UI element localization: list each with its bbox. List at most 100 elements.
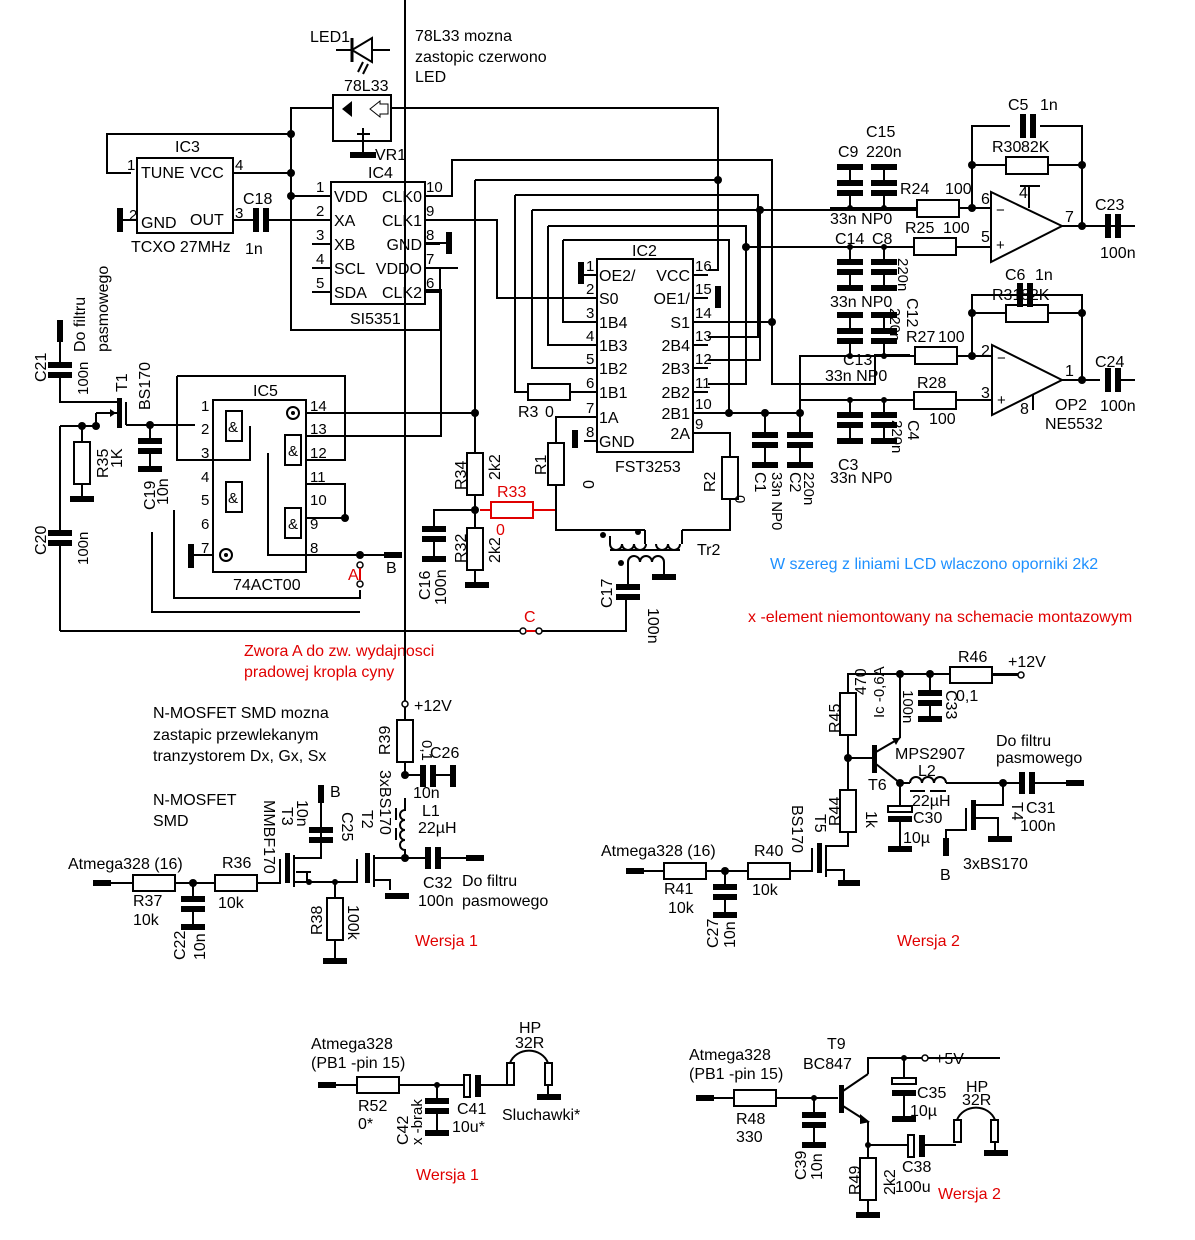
c14-ref: C14: [835, 231, 864, 248]
ic2-pin-num: 6: [586, 375, 594, 392]
svg-text:TUNE: TUNE: [141, 165, 185, 182]
ic2-pin-num: 9: [695, 416, 703, 433]
svg-text:R1: R1: [533, 454, 550, 475]
svg-text:C2: C2: [786, 472, 803, 493]
ic4-pin-num: 7: [426, 251, 434, 268]
svg-text:C16: C16: [417, 571, 434, 600]
ic2-pin-label: OE1/: [654, 291, 691, 308]
svg-text:0*: 0*: [358, 1116, 373, 1133]
ic4-pin-label: XB: [334, 237, 355, 254]
svg-text:T3: T3: [278, 807, 295, 826]
svg-text:8: 8: [310, 540, 318, 557]
svg-text:1n: 1n: [1040, 97, 1058, 114]
svg-text:1k: 1k: [862, 811, 879, 829]
svg-text:Ic -0,6A: Ic -0,6A: [871, 666, 888, 718]
svg-text:+12V: +12V: [1008, 654, 1046, 671]
c4-value: 220n: [888, 420, 905, 453]
opamp-b: − + 2 3 1 8 OP2 NE5532: [968, 294, 1103, 433]
svg-text:5: 5: [201, 492, 209, 509]
svg-text:7: 7: [201, 540, 209, 557]
svg-text:C5: C5: [1008, 97, 1029, 114]
svg-text:&: &: [228, 490, 238, 507]
svg-text:R25: R25: [905, 220, 934, 237]
c1: C1 33n NP0: [751, 413, 785, 530]
r24: R24 100: [900, 181, 1000, 218]
svg-text:78L33: 78L33: [344, 78, 389, 95]
svg-text:+: +: [997, 392, 1006, 409]
c15-value: 220n: [866, 144, 902, 161]
ic4-pin-label: CLK1: [382, 213, 422, 230]
svg-text:4: 4: [201, 469, 209, 486]
led-note-3: LED: [415, 69, 446, 86]
svg-text:−: −: [996, 202, 1005, 219]
svg-text:C33: C33: [942, 690, 959, 719]
svg-text:74ACT00: 74ACT00: [233, 577, 301, 594]
svg-text:Atmega328 (16): Atmega328 (16): [68, 856, 183, 873]
svg-text:R45: R45: [827, 704, 844, 733]
svg-text:10µ: 10µ: [903, 830, 930, 847]
c21: C21 100n: [33, 320, 118, 403]
ic2-pin-num: 13: [695, 328, 712, 345]
svg-text:10k: 10k: [752, 882, 779, 899]
svg-text:3: 3: [235, 205, 243, 222]
svg-text:+: +: [996, 237, 1005, 254]
svg-text:100: 100: [943, 220, 970, 237]
svg-text:R3: R3: [518, 404, 539, 421]
c13-value: 33n NP0: [825, 368, 887, 385]
svg-text:B: B: [330, 784, 341, 801]
svg-text:3xBS170: 3xBS170: [376, 770, 393, 835]
svg-text:R39: R39: [377, 726, 394, 755]
svg-text:470: 470: [853, 668, 870, 695]
svg-text:Atmega328 (16): Atmega328 (16): [601, 843, 716, 860]
svg-text:pasmowego: pasmowego: [462, 893, 548, 910]
svg-text:0: 0: [496, 522, 505, 539]
ic4-pin-num: 5: [316, 275, 324, 292]
ic4-pin-num: 3: [316, 227, 324, 244]
svg-text:IC5: IC5: [253, 383, 278, 400]
svg-text:22µH: 22µH: [418, 820, 457, 837]
c17: C17 100n: [599, 562, 661, 644]
ic4-pin-label: VDD: [334, 189, 368, 206]
c18: C18 1n: [233, 191, 331, 258]
ic4-pin-num: 4: [316, 251, 324, 268]
svg-text:100: 100: [938, 329, 965, 346]
jumper-c[interactable]: C: [519, 609, 543, 635]
svg-text:R27: R27: [906, 329, 935, 346]
c3-value: 33n NP0: [830, 470, 892, 487]
c5: C5 1n: [1008, 97, 1058, 138]
ic3-tcxo: IC3 1 TUNE VCC 4 GND OUT 2 3 TCXO 27MHz: [117, 139, 243, 256]
svg-text:4: 4: [235, 157, 243, 174]
mosfet-smd-2: SMD: [153, 813, 189, 830]
svg-text:10: 10: [310, 492, 327, 509]
ic2-pin-num: 7: [586, 400, 594, 417]
c20: C20 100n: [33, 526, 92, 631]
ic2-pin-label: GND: [599, 434, 635, 451]
svg-text:C21: C21: [33, 353, 50, 382]
r30: R30 82K: [992, 139, 1050, 175]
ic4-pin-label: CLK2: [382, 285, 422, 302]
ic2-pin-num: 10: [695, 396, 712, 413]
jumper-a[interactable]: A: [348, 561, 364, 588]
svg-text:IC2: IC2: [632, 243, 657, 260]
svg-text:R2: R2: [702, 471, 719, 492]
svg-text:R52: R52: [358, 1098, 387, 1115]
mosfet-note-2: zastapic przewlekanym: [153, 727, 318, 744]
svg-text:2k2: 2k2: [487, 537, 504, 563]
ic2-pin-num: 16: [695, 258, 712, 275]
led-note-2: zastopic czerwono: [415, 49, 547, 66]
c13-ref: C13: [843, 352, 872, 369]
ic4-pin-num: 8: [426, 227, 434, 244]
svg-text:T6: T6: [868, 777, 887, 794]
svg-text:Sluchawki*: Sluchawki*: [502, 1107, 580, 1124]
ic2-pin-num: 12: [695, 351, 712, 368]
svg-text:IC4: IC4: [368, 165, 393, 182]
svg-text:C39: C39: [793, 1151, 810, 1180]
svg-text:100n: 100n: [1100, 245, 1136, 262]
